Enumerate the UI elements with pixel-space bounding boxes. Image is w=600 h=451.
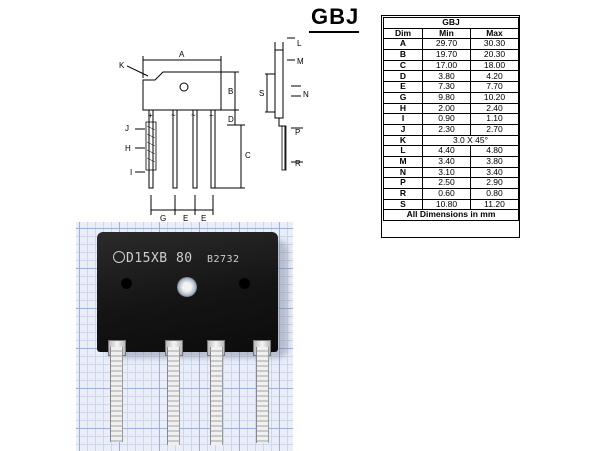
package-outline-drawing: A B D C K J H I G E E L M N S P R + ~ ~ …	[119, 37, 309, 223]
dim-label-h: H	[125, 144, 131, 153]
table-footer: All Dimensions in mm	[383, 209, 519, 222]
dim-label-g: G	[160, 214, 166, 223]
dim-label-j: J	[125, 124, 129, 133]
pin-label-ac2: ~	[191, 111, 196, 120]
body-hole-right	[239, 278, 250, 289]
dim-label-k: K	[119, 61, 125, 70]
lead-1	[148, 109, 154, 189]
pin-label-plus: +	[148, 111, 153, 120]
manufacturer-logo-icon	[113, 251, 125, 263]
lead-1-wide	[145, 121, 157, 171]
dim-label-i: I	[130, 168, 132, 177]
table-caption: GBJ	[383, 17, 519, 29]
lead-4	[210, 109, 216, 189]
pin-label-minus: −	[209, 111, 214, 120]
dim-label-m: M	[297, 57, 304, 66]
dim-label-c: C	[245, 151, 251, 160]
part-number: D15XB 80	[126, 251, 193, 266]
part-marking: D15XB 80 B2732	[113, 251, 240, 266]
pin-label-ac1: ~	[171, 111, 176, 120]
photo-lead-4	[256, 347, 269, 443]
title-underline	[309, 31, 359, 33]
col-header-max: Max	[469, 27, 520, 40]
dim-label-e2: E	[201, 214, 206, 223]
side-body-outline	[274, 49, 284, 119]
mounting-hole-photo	[177, 277, 197, 297]
dim-label-s: S	[259, 89, 264, 98]
lead-3	[192, 109, 198, 189]
component-photo: D15XB 80 B2732	[76, 222, 293, 451]
package-title: GBJ	[311, 4, 360, 29]
col-header-min: Min	[422, 27, 471, 40]
mounting-hole	[179, 82, 189, 92]
dim-label-r: R	[295, 159, 301, 168]
body-hole-left	[121, 278, 132, 289]
dim-label-n: N	[303, 90, 309, 99]
photo-lead-1	[110, 347, 123, 442]
dim-label-p: P	[295, 128, 300, 137]
dim-label-b: B	[228, 87, 233, 96]
lot-code: B2732	[206, 254, 240, 265]
col-header-dim: Dim	[383, 27, 423, 40]
dim-label-a: A	[179, 50, 185, 59]
photo-lead-2	[167, 347, 180, 445]
dim-label-l: L	[297, 39, 302, 48]
side-lead	[281, 125, 287, 171]
dim-label-e1: E	[183, 214, 188, 223]
dim-label-d: D	[228, 115, 234, 124]
photo-lead-3	[210, 347, 223, 445]
lead-2	[172, 109, 178, 189]
